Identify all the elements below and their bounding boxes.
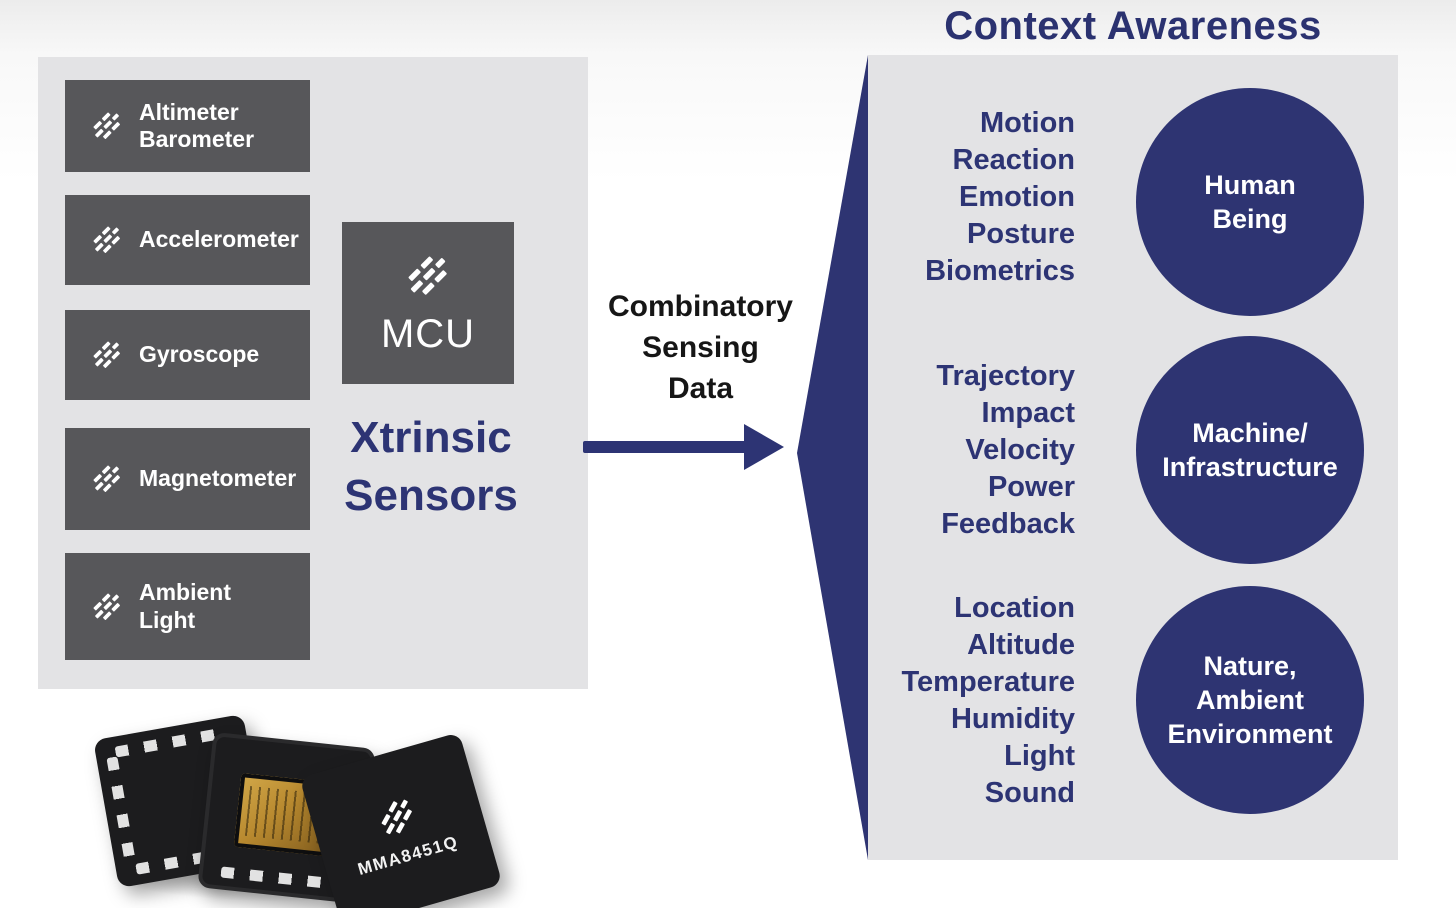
attribute-item: Velocity <box>965 434 1075 466</box>
flow-arrow-shaft <box>583 441 748 453</box>
sensor-label: Magnetometer <box>139 465 297 492</box>
sensor-box-altimeter-barometer: Altimeter Barometer <box>65 80 310 172</box>
xtrinsic-sensors-title: Xtrinsic Sensors <box>344 413 518 520</box>
attribute-item: Sound <box>984 777 1075 809</box>
attribute-item: Feedback <box>941 508 1075 540</box>
attribute-item: Biometrics <box>925 255 1075 287</box>
sensor-label: Gyroscope <box>139 341 260 368</box>
attribute-item: Humidity <box>950 703 1075 735</box>
sensor-box-accelerometer: Accelerometer <box>65 195 310 285</box>
nature-environment-circle: Nature, Ambient Environment <box>1136 586 1364 814</box>
freescale-logo-icon <box>89 461 125 497</box>
funnel-triangle <box>797 55 868 860</box>
attribute-list-human: Motion Reaction Emotion Posture Biometri… <box>868 105 1075 290</box>
mcu-label: MCU <box>380 311 476 356</box>
sensor-label: Accelerometer <box>139 226 299 253</box>
attribute-item: Trajectory <box>936 360 1075 392</box>
attribute-list-nature: Location Altitude Temperature Humidity L… <box>868 590 1075 812</box>
chip-part-number: MMA8451Q <box>355 832 461 879</box>
combinatory-sensing-data-label: Combinatory Sensing Data <box>607 290 793 405</box>
attribute-item: Location <box>954 592 1075 624</box>
attribute-item: Impact <box>981 397 1075 429</box>
freescale-logo-icon <box>402 250 454 302</box>
attribute-item: Emotion <box>959 181 1075 213</box>
attribute-list-machine: Trajectory Impact Velocity Power Feedbac… <box>868 358 1075 543</box>
sensors-panel: Altimeter Barometer Accelerometer Gyrosc… <box>38 57 588 689</box>
freescale-logo-icon <box>89 589 125 625</box>
mcu-box: MCU <box>342 222 514 384</box>
freescale-logo-icon <box>370 790 424 844</box>
flow-arrow-head <box>744 424 784 470</box>
freescale-logo-icon <box>89 108 125 144</box>
freescale-logo-icon <box>89 337 125 373</box>
attribute-item: Motion <box>979 107 1075 139</box>
context-panel: Motion Reaction Emotion Posture Biometri… <box>868 55 1398 860</box>
sensor-box-ambient-light: Ambient Light <box>65 553 310 660</box>
sensor-label: Altimeter Barometer <box>139 98 255 152</box>
sensor-box-magnetometer: Magnetometer <box>65 428 310 530</box>
context-awareness-title: Context Awareness <box>944 4 1322 48</box>
human-being-circle: Human Being <box>1136 88 1364 316</box>
freescale-logo-icon <box>89 222 125 258</box>
attribute-item: Altitude <box>967 629 1075 661</box>
attribute-item: Reaction <box>952 144 1075 176</box>
attribute-item: Temperature <box>901 666 1075 698</box>
attribute-item: Light <box>1004 740 1075 772</box>
sensor-label: Ambient Light <box>139 579 231 633</box>
attribute-item: Posture <box>967 218 1075 250</box>
attribute-item: Power <box>987 471 1075 503</box>
machine-infrastructure-circle: Machine/ Infrastructure <box>1136 336 1364 564</box>
sensor-box-gyroscope: Gyroscope <box>65 310 310 400</box>
